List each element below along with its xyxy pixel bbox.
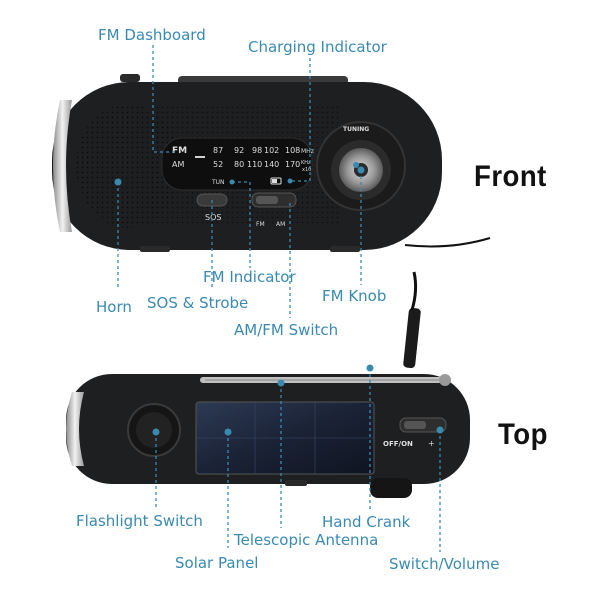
flashlight-switch-label: Flashlight Switch <box>76 512 203 530</box>
am-unit-suffix: x10 <box>302 167 311 173</box>
fm-knob-label: FM Knob <box>322 287 387 305</box>
switch-volume-label: Switch/Volume <box>389 555 500 573</box>
fm-scale-108: 108 <box>285 146 300 155</box>
leader-lines <box>117 45 441 552</box>
battery-icon <box>270 177 282 185</box>
minus-label: - <box>410 440 413 448</box>
fm-scale-98: 98 <box>252 146 262 155</box>
am-scale-140: 140 <box>264 160 279 169</box>
solar-panel-label: Solar Panel <box>175 554 259 572</box>
top-radio: OFF/ON - + <box>66 271 470 498</box>
fm-scale-102: 102 <box>264 146 279 155</box>
telescopic-antenna-label: Telescopic Antenna <box>234 531 379 549</box>
am-scale-170: 170 <box>285 160 300 169</box>
am-scale-80: 80 <box>234 160 244 169</box>
sos-strobe-label: SOS & Strobe <box>147 294 249 312</box>
fm-band-label: FM <box>172 146 187 156</box>
charging-indicator-label: Charging Indicator <box>248 38 387 56</box>
horn-label: Horn <box>96 298 132 316</box>
am-scale-52: 52 <box>213 160 223 169</box>
fm-switch-label: FM <box>256 221 265 228</box>
am-fm-switch-label: AM/FM Switch <box>234 321 339 339</box>
tun-label: TUN <box>211 179 225 186</box>
hand-crank[interactable] <box>370 478 412 498</box>
tuning-label: TUNING <box>343 126 369 133</box>
hand-crank-label: Hand Crank <box>322 513 411 531</box>
charging-led <box>287 178 293 184</box>
fm-indicator-label: FM Indicator <box>203 268 296 286</box>
front-view-title: Front <box>474 160 547 193</box>
fm-scale-87: 87 <box>213 146 223 155</box>
fm-scale-92: 92 <box>234 146 244 155</box>
front-radio: FM AM 87 92 98 102 108 MHz 52 80 110 140… <box>52 74 491 252</box>
am-band-label: AM <box>172 160 184 169</box>
am-switch-label: AM <box>276 221 285 228</box>
fm-dashboard-label: FM Dashboard <box>98 26 206 44</box>
leader-dots <box>114 166 444 436</box>
offon-label: OFF/ON <box>383 440 413 448</box>
fm-unit: MHz <box>301 148 314 155</box>
top-view-title: Top <box>498 418 548 451</box>
plus-label: + <box>428 439 435 448</box>
sos-label: SOS <box>205 213 221 222</box>
am-unit: KHz <box>301 160 311 166</box>
am-scale-110: 110 <box>247 160 262 169</box>
